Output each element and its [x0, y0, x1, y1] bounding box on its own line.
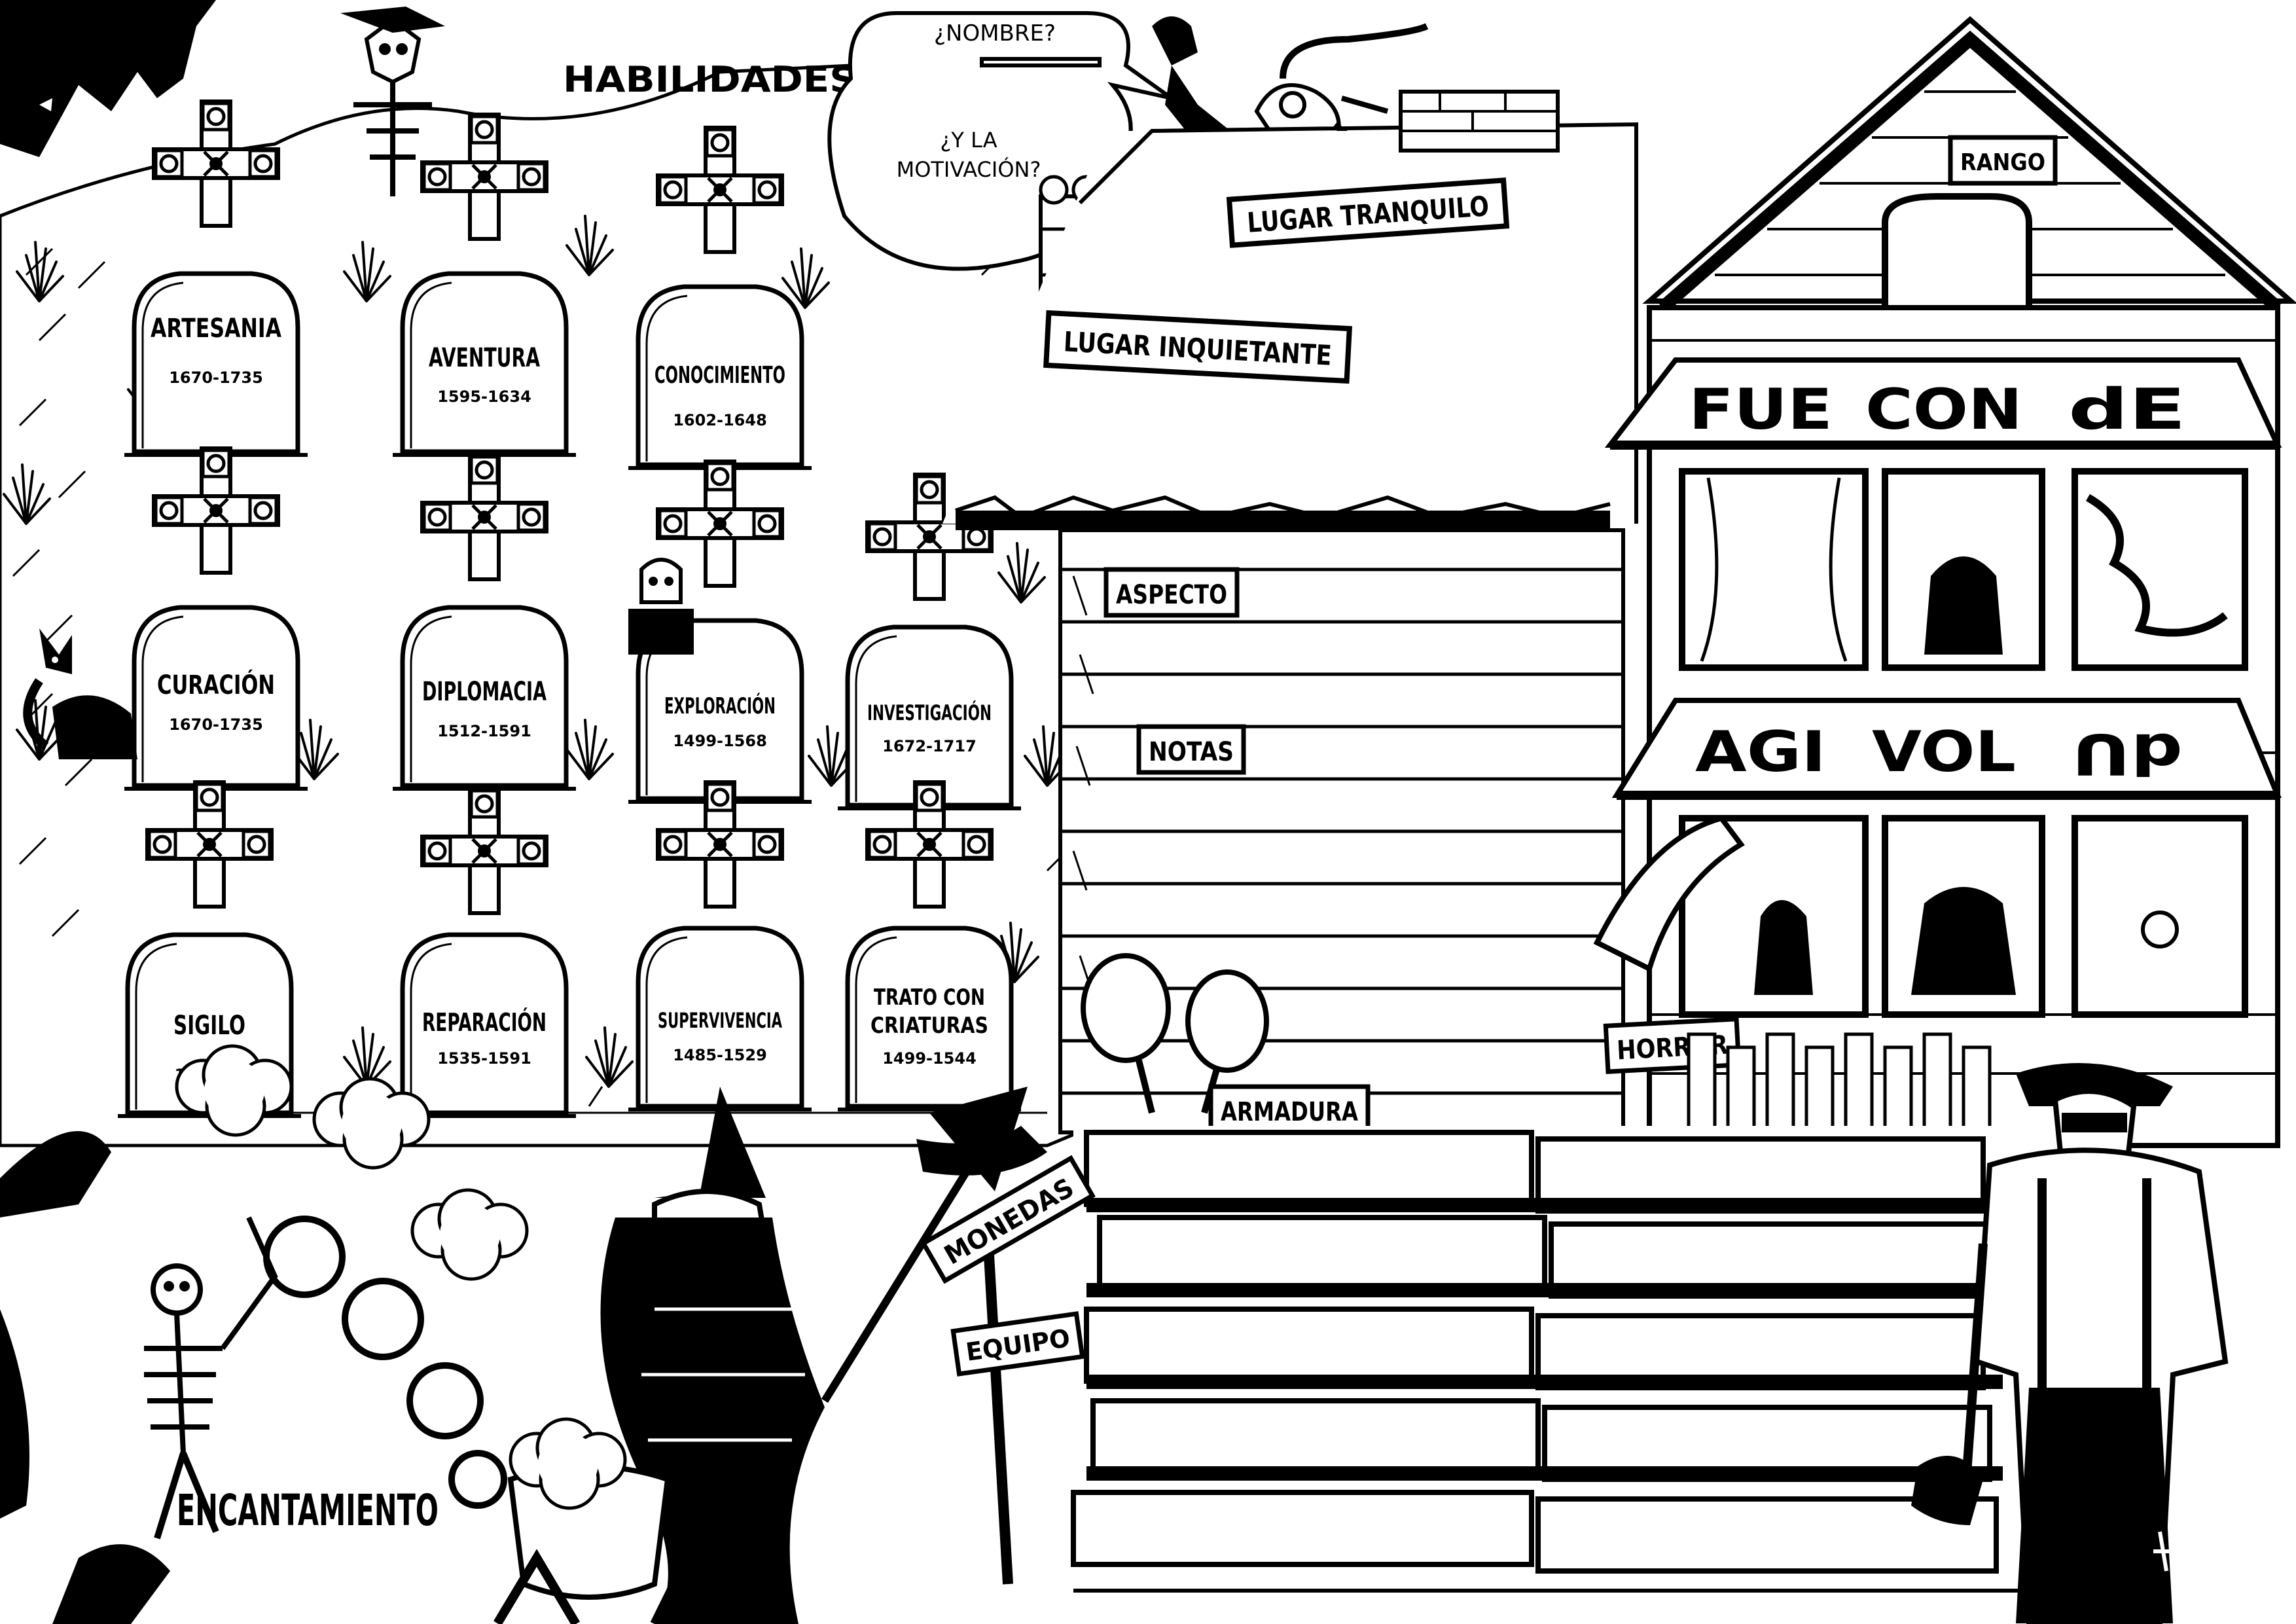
- enchantment-slot-2[interactable]: [342, 1278, 424, 1360]
- awning-bottom: [1611, 698, 2282, 800]
- attribute-vol-label: VOL: [1872, 719, 2016, 785]
- skill-dates: 1499-1544: [882, 1049, 977, 1068]
- plague-hunter: [1911, 1063, 2229, 1624]
- name-field[interactable]: [980, 57, 1102, 67]
- sign-quiet-place[interactable]: LUGAR TRANQUILO: [1226, 177, 1510, 248]
- zombie: [628, 558, 694, 655]
- attribute-du-label: dU: [2072, 721, 2183, 786]
- tombstone-curacion[interactable]: CURACIÓN 1670-1735: [124, 448, 308, 789]
- skeleton: [0, 1131, 278, 1624]
- lower-windows: [1593, 815, 2248, 1018]
- dark-tree-silhouette: [0, 0, 216, 157]
- witch: [600, 1087, 1028, 1624]
- sign-equipment[interactable]: EQUIPO: [950, 1311, 1085, 1377]
- skill-dates: 1670-1735: [169, 715, 263, 734]
- enchantment-slot-3[interactable]: [406, 1362, 484, 1439]
- motivation-question-line1: ¿Y LA: [940, 128, 997, 153]
- aspect-label: ASPECTO: [1116, 580, 1227, 610]
- enchantment-slots: [263, 1216, 507, 1509]
- fence: [1071, 1126, 2094, 1593]
- scarecrow-skeleton: [340, 7, 445, 196]
- upper-windows: [1679, 468, 2248, 671]
- sign-disturbing-place[interactable]: LUGAR INQUIETANTE: [1043, 310, 1352, 384]
- skill-dates: 1595-1634: [437, 388, 531, 406]
- skill-name: EXPLORACIÓN: [664, 693, 776, 719]
- skill-dates: 1670-1735: [169, 369, 263, 387]
- skill-dates: 1512-1591: [437, 722, 531, 740]
- skill-name: AVENTURA: [429, 343, 540, 373]
- skill-name: SIGILO: [173, 1011, 245, 1041]
- skill-name: INVESTIGACIÓN: [867, 700, 992, 725]
- page-title: HABILIDADES: [563, 59, 857, 100]
- name-question: ¿NOMBRE?: [934, 20, 1056, 46]
- tombstone-investigacion[interactable]: INVESTIGACIÓN 1672-1717: [838, 475, 1021, 808]
- attribute-vol[interactable]: VOL: [1872, 719, 2016, 785]
- enchantment-slot-1[interactable]: [263, 1216, 346, 1298]
- sign-armor[interactable]: ARMADURA: [1208, 1084, 1371, 1135]
- notes-label: NOTAS: [1149, 737, 1234, 767]
- skill-name: CONOCIMIENTO: [655, 362, 785, 389]
- skill-name: SUPERVIVENCIA: [658, 1008, 782, 1033]
- black-cat: [23, 628, 137, 759]
- motivation-question-line2: MOTIVACIÓN?: [897, 156, 1041, 182]
- attribute-fue[interactable]: FUE: [1689, 377, 1833, 442]
- skill-dates: 1672-1717: [882, 737, 977, 755]
- attribute-du[interactable]: dU: [2072, 721, 2183, 786]
- skill-dates: 1499-1568: [673, 732, 767, 750]
- tombstone-artesania[interactable]: ARTESANIA 1670-1735: [124, 101, 308, 455]
- cauldron: [493, 1419, 711, 1624]
- skill-dates: 1535-1591: [437, 1049, 531, 1068]
- tombstone-supervivencia[interactable]: SUPERVIVENCIA 1485-1529: [628, 782, 812, 1110]
- sign-rank[interactable]: RANGO: [1948, 135, 2058, 186]
- tombstone-conocimiento[interactable]: CONOCIMIENTO 1602-1648: [628, 128, 812, 468]
- skill-name: REPARACIÓN: [422, 1008, 547, 1037]
- sign-notes[interactable]: NOTAS: [1136, 724, 1246, 775]
- attribute-con-label: CON: [1865, 377, 2022, 442]
- tombstone-diplomacia[interactable]: DIPLOMACIA 1512-1591: [393, 455, 576, 789]
- mirror-left: [1081, 953, 1171, 1114]
- skill-dates: 1602-1648: [673, 411, 767, 429]
- attribute-agi-label: AGI: [1695, 719, 1826, 785]
- horror-boards: [1687, 1032, 1992, 1134]
- attribute-con[interactable]: CON: [1865, 377, 2022, 442]
- tombstone-aventura[interactable]: AVENTURA 1595-1634: [393, 115, 576, 455]
- awning-top: [1604, 357, 2282, 450]
- rank-label: RANGO: [1960, 149, 2045, 176]
- skill-name-line2: CRIATURAS: [870, 1013, 988, 1039]
- skill-name-line1: TRATO CON: [874, 984, 985, 1011]
- enchantment-label: ENCANTAMIENTO: [177, 1485, 439, 1536]
- attribute-fue-label: FUE: [1689, 377, 1833, 442]
- tombstone-trato-con-criaturas[interactable]: TRATO CON CRIATURAS 1499-1544: [838, 782, 1021, 1110]
- tombstone-reparacion[interactable]: REPARACIÓN 1535-1591: [393, 789, 576, 1116]
- enchantment-slot-4[interactable]: [448, 1450, 507, 1509]
- skill-name: CURACIÓN: [157, 669, 275, 700]
- skill-name: DIPLOMACIA: [422, 677, 547, 707]
- attribute-agi[interactable]: AGI: [1695, 719, 1826, 785]
- sign-aspect[interactable]: ASPECTO: [1103, 567, 1240, 618]
- attribute-de[interactable]: dE: [2068, 377, 2186, 442]
- attribute-de-label: dE: [2068, 377, 2186, 442]
- armor-label: ARMADURA: [1221, 1097, 1358, 1127]
- tombstone-exploracion[interactable]: EXPLORACIÓN 1499-1568: [628, 461, 812, 802]
- skill-name: ARTESANIA: [151, 314, 281, 344]
- sign-horror[interactable]: HORROR: [1603, 1017, 1742, 1074]
- skill-dates: 1485-1529: [673, 1046, 767, 1064]
